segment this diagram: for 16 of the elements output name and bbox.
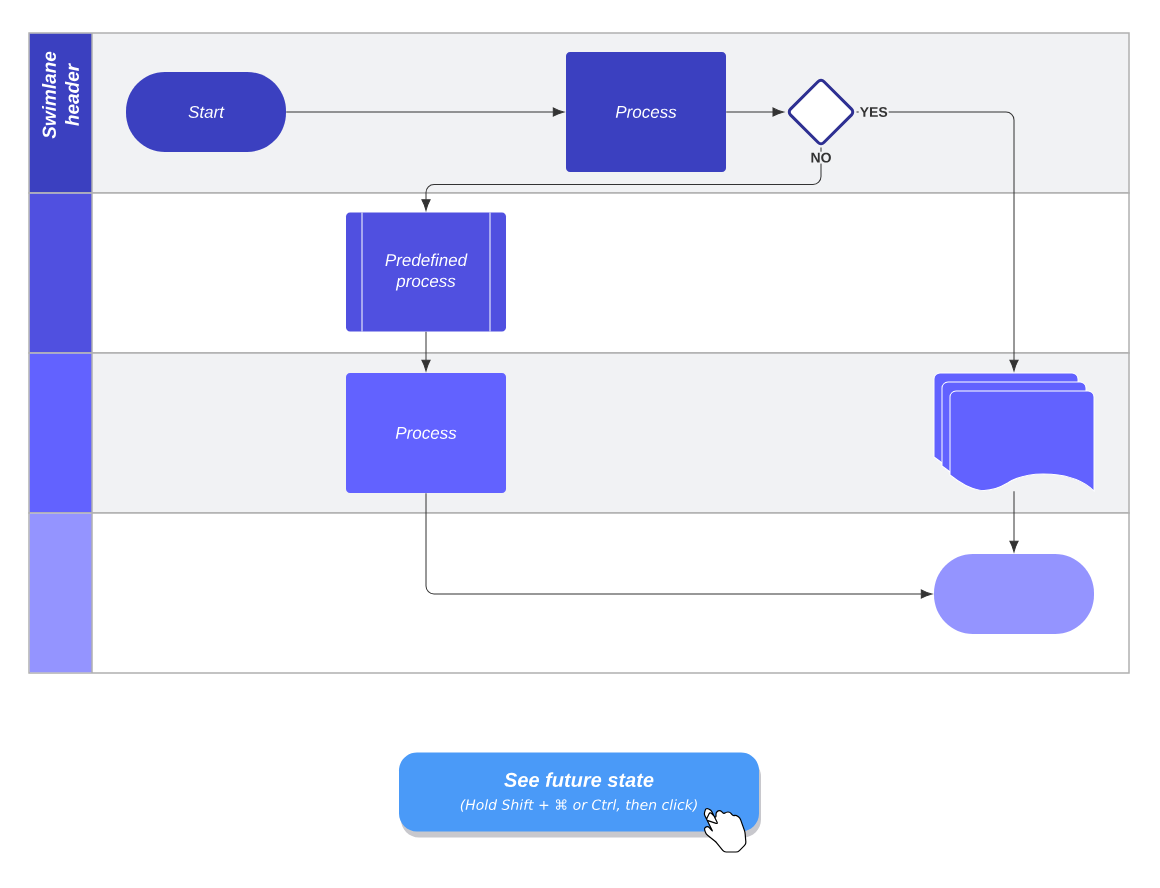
arrow [421, 147, 822, 211]
decision-diamond [787, 78, 855, 146]
arrow [285, 107, 565, 117]
process-box: Process [346, 373, 506, 493]
arrow [725, 107, 784, 117]
predefined-process-box: Predefined process [346, 212, 506, 332]
edge-label: YES [858, 106, 889, 118]
arrow [425, 492, 933, 599]
button: See future state (Hold Shift + ⌘ or Ctrl, then click) [399, 752, 761, 838]
terminal-shape [934, 554, 1094, 634]
multi-document-shape [933, 372, 1095, 492]
arrow [421, 331, 431, 372]
arrow [1009, 490, 1019, 553]
process-box: Process [566, 52, 726, 172]
swimlane [28, 512, 1130, 674]
arrow [856, 111, 1019, 372]
